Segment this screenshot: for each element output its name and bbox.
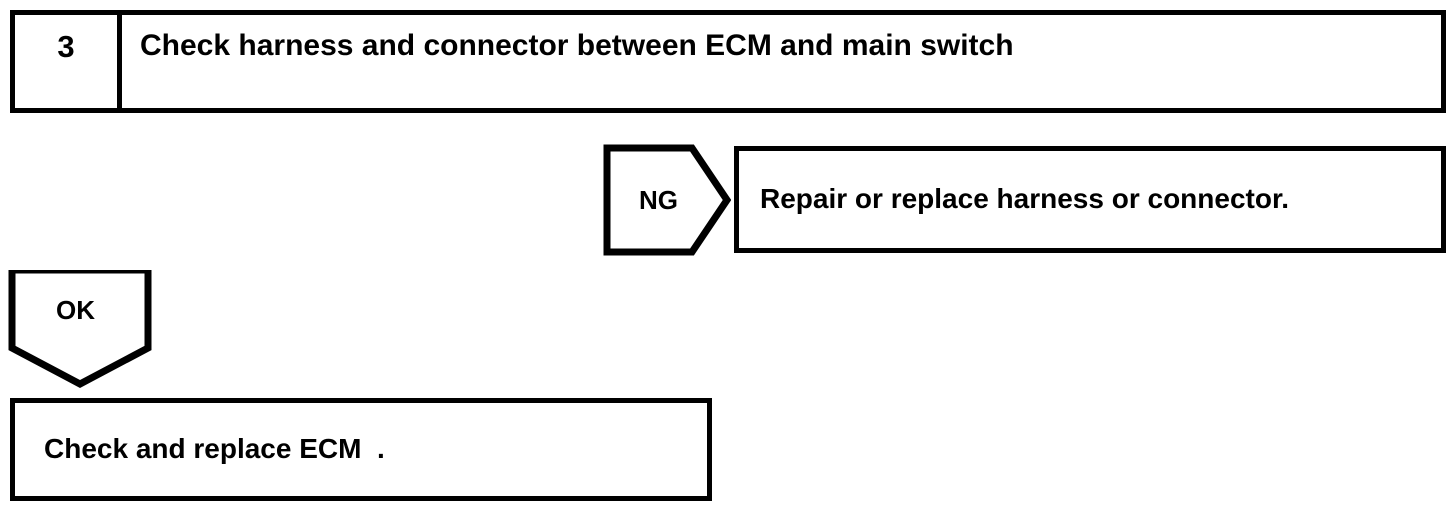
step-number-cell: 3: [15, 15, 122, 108]
ng-arrow-shape: [603, 144, 731, 256]
ok-arrow-shape: [8, 270, 152, 388]
step-instruction-cell: Check harness and connector between ECM …: [122, 15, 1441, 108]
step-row: 3 Check harness and connector between EC…: [10, 10, 1446, 113]
step-instruction-text: Check harness and connector between ECM …: [140, 29, 1014, 62]
result-box-ng: Repair or replace harness or connector.: [734, 146, 1446, 253]
branch-connector-ng: NG: [603, 144, 731, 256]
result-box-ok: Check and replace ECM .: [10, 398, 712, 501]
result-text-ng: Repair or replace harness or connector.: [760, 183, 1290, 215]
step-number: 3: [57, 29, 75, 64]
result-text-ok: Check and replace ECM .: [44, 433, 385, 465]
branch-label-ok: OK: [56, 295, 95, 325]
branch-label-ng: NG: [639, 185, 678, 215]
branch-connector-ok: OK: [8, 270, 152, 388]
